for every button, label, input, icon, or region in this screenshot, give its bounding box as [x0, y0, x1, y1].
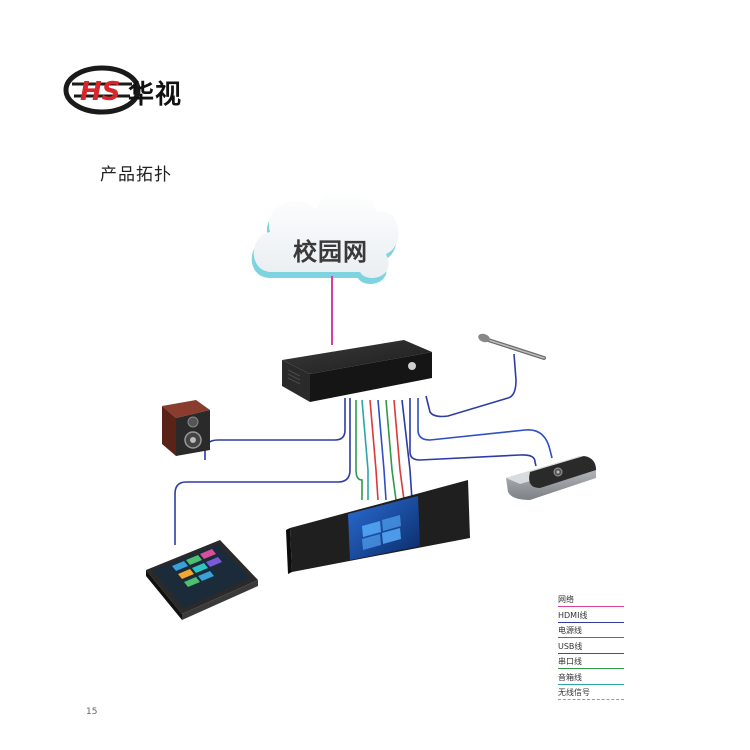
legend-line — [558, 668, 624, 669]
display-icon — [286, 480, 470, 574]
cloud-label: 校园网 — [293, 238, 368, 266]
legend-label: 无线信号 — [558, 688, 590, 697]
legend-line — [558, 606, 624, 607]
legend-item: USB线 — [558, 642, 628, 658]
page-number: 15 — [86, 707, 98, 717]
microphone-icon — [478, 333, 546, 360]
legend-item: HDMI线 — [558, 611, 628, 627]
legend-item: 音箱线 — [558, 673, 628, 689]
brand-name: 华视 — [128, 80, 183, 110]
brand-logo: HS — [63, 65, 141, 115]
tablet-icon — [146, 540, 258, 620]
legend-label: USB线 — [558, 641, 583, 651]
legend-item: 网络 — [558, 595, 628, 611]
legend-item: 电源线 — [558, 626, 628, 642]
legend-label: 网络 — [558, 595, 574, 604]
campus-network-cloud — [251, 189, 399, 284]
legend: 网络 HDMI线 电源线 USB线 串口线 音箱线 无线信号 — [558, 595, 628, 704]
legend-label: 串口线 — [558, 657, 582, 666]
legend-line — [558, 652, 624, 654]
logo-letters: HS — [80, 77, 121, 107]
section-title: 产品拓扑 — [100, 165, 172, 185]
speaker-icon — [162, 400, 210, 456]
legend-line — [558, 699, 624, 700]
legend-label: 音箱线 — [558, 672, 582, 682]
legend-line — [558, 637, 624, 638]
central-host-box — [282, 340, 432, 402]
legend-line — [558, 683, 624, 685]
legend-item: 无线信号 — [558, 688, 628, 704]
legend-item: 串口线 — [558, 657, 628, 673]
legend-label: HDMI线 — [558, 610, 588, 620]
legend-line — [558, 621, 624, 623]
legend-label: 电源线 — [558, 626, 582, 635]
camera-icon — [506, 456, 596, 500]
